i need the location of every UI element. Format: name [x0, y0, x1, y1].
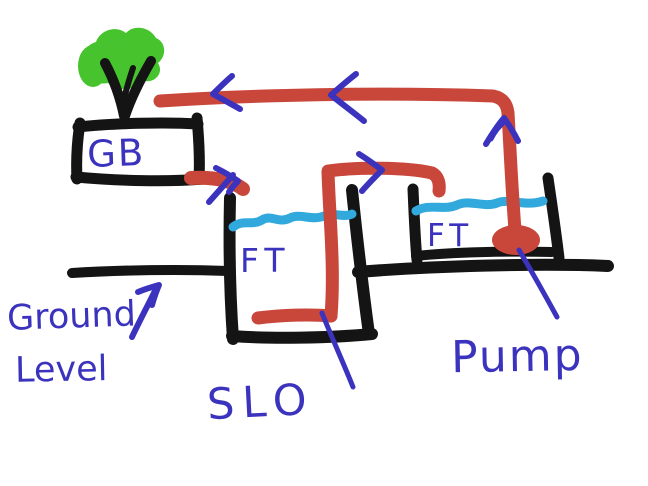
filter-tank-left	[223, 184, 378, 345]
gb-box-top	[72, 117, 204, 133]
tank1-right-wall	[346, 184, 375, 340]
pump-label: Pump	[451, 330, 584, 383]
pump-pointer-line	[516, 247, 560, 320]
labels: GB FT FT Ground Level SLO Pump	[6, 131, 584, 430]
ground-level-label-line2: Level	[15, 349, 108, 391]
water-surface-right	[411, 196, 548, 216]
tank2-bottom	[411, 246, 557, 261]
filter-tank-right	[407, 172, 565, 266]
ground-level-line	[67, 258, 614, 278]
tree-trunk-inner	[121, 65, 136, 103]
ground-level-label-line1: Ground	[6, 294, 136, 338]
gb-box-right	[191, 112, 205, 185]
flow-arrow-top-left	[210, 73, 243, 112]
tank2-right-wall	[542, 172, 565, 264]
gb-label: GB	[86, 131, 146, 176]
flow-arrow-gb-outlet	[206, 165, 241, 205]
tank2-left-wall	[407, 183, 423, 266]
pump-icon	[492, 225, 540, 255]
tank1-left-wall	[223, 192, 239, 345]
return-pipe-top	[153, 87, 522, 237]
slo-pipe-bottom-leg	[251, 308, 338, 325]
slo-pipe-riser-and-transfer	[321, 161, 446, 323]
ground-line-right	[352, 258, 614, 278]
tree	[78, 27, 165, 121]
slo-label: SLO	[206, 375, 316, 431]
tree-foliage-lobe	[78, 45, 108, 87]
tank1-bottom	[226, 328, 378, 344]
gb-box-left	[71, 117, 86, 185]
ground-level-arrow	[129, 282, 162, 340]
ft-label-left: FT	[240, 241, 291, 280]
slo-pointer-line	[319, 310, 356, 390]
flow-arrow-transfer	[356, 151, 385, 194]
ft-label-right: FT	[427, 218, 473, 254]
flow-arrows	[129, 71, 560, 390]
flow-arrow-top-mid	[328, 71, 367, 124]
tree-trunk-branch	[120, 56, 156, 121]
flow-arrow-riser-up-extra	[488, 120, 506, 142]
ground-line-left	[67, 264, 233, 278]
gb-outlet-pipe	[184, 170, 250, 196]
